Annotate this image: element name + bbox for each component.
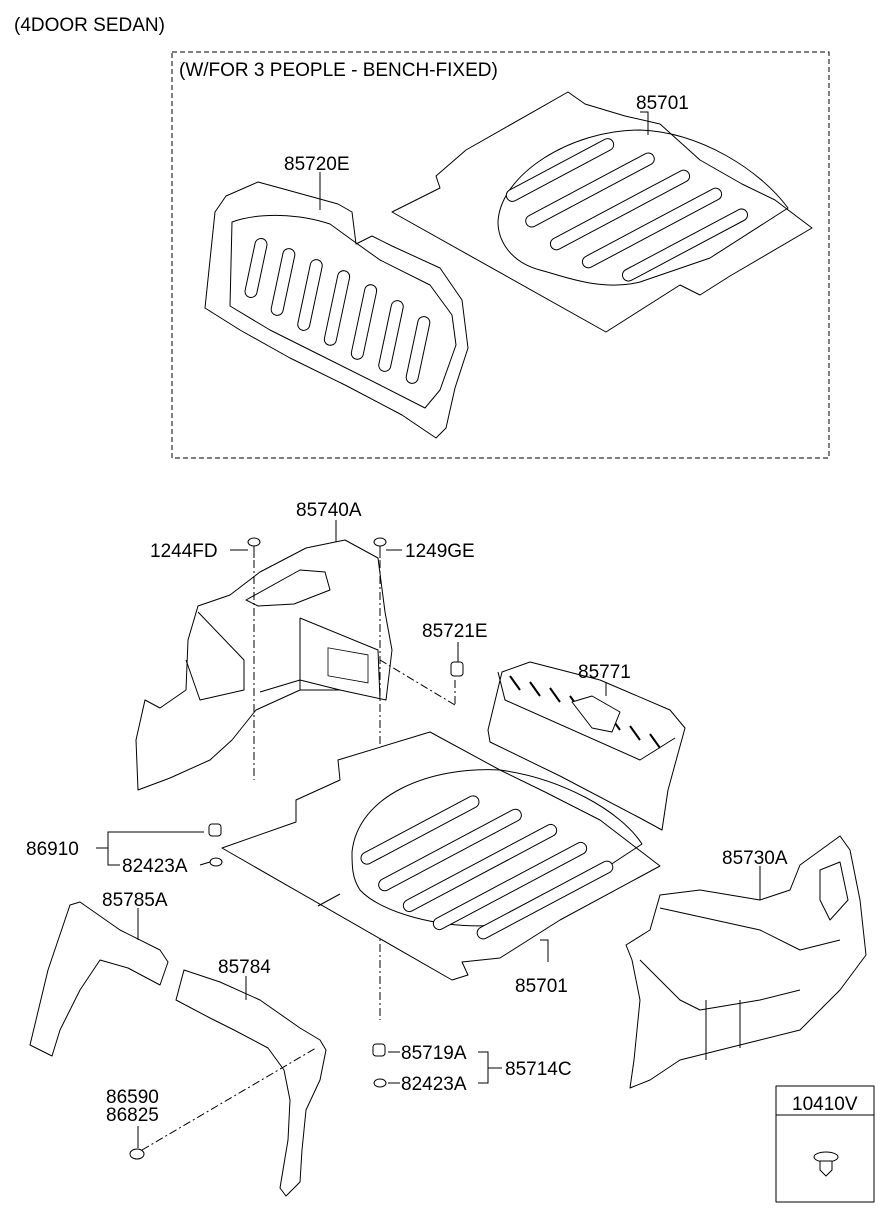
callout-85720e: 85720E [284,154,350,175]
callout-82423a-upper: 82423A [122,856,188,877]
clip-86590-icon [129,1148,145,1160]
callout-85721e: 85721E [422,621,488,642]
callout-85784: 85784 [218,957,271,978]
callout-86590: 86590 [106,1087,159,1108]
trim-85784 [175,969,327,1197]
callout-85771: 85771 [578,662,631,683]
callout-86910: 86910 [26,839,79,860]
callout-85719a: 85719A [401,1043,467,1064]
screw-1249ge-icon [373,537,387,558]
option-frame [171,51,830,459]
trunk-trim-85740a [135,539,393,791]
dash-86590 [141,1047,317,1151]
callout-82423a-lower: 82423A [401,1074,467,1095]
callout-86825: 86825 [106,1105,159,1126]
trim-85785a [29,901,169,1057]
push-clip-icon [813,1151,839,1177]
callout-85701-bottom: 85701 [515,976,568,997]
callout-85714c: 85714C [505,1059,572,1080]
callout-85701-top: 85701 [636,93,689,114]
vent-grille [327,647,369,684]
callout-1249ge: 1249GE [405,541,475,562]
option-frame-label: (W/FOR 3 PEOPLE - BENCH-FIXED) [179,60,498,81]
clip-85721e-icon [450,661,464,677]
legend-code: 10410V [792,1094,858,1115]
floor-mat-85701-top [391,91,813,333]
bracket-85714c [478,1051,489,1084]
sill-trim-85771 [487,661,686,831]
callout-85740a: 85740A [296,500,362,521]
seat-back-85720e [204,181,469,439]
legend-box: 10410V [775,1085,875,1203]
diagram-title: (4DOOR SEDAN) [14,15,165,36]
floor-mat-85701-bottom [221,731,661,981]
washer-82423a-lower-icon [373,1078,387,1088]
screw-1244fd-icon [247,537,261,558]
leader-86910 [96,831,204,849]
grommet-86910-icon [208,823,222,837]
leader-82423a-upper-tip [199,861,211,866]
leader-85701-top [640,111,649,135]
washer-82423a-upper-icon [209,857,223,867]
callout-85785a: 85785A [102,890,168,911]
callout-85730a: 85730A [722,848,788,869]
leader-82423a-upper [107,848,120,866]
trunk-trim-85730a [625,835,867,1089]
grommet-85719a-icon [372,1043,386,1057]
leader-85701-bottom [540,939,549,962]
callout-1244fd: 1244FD [150,541,218,562]
dash-85721e-2 [379,659,456,706]
